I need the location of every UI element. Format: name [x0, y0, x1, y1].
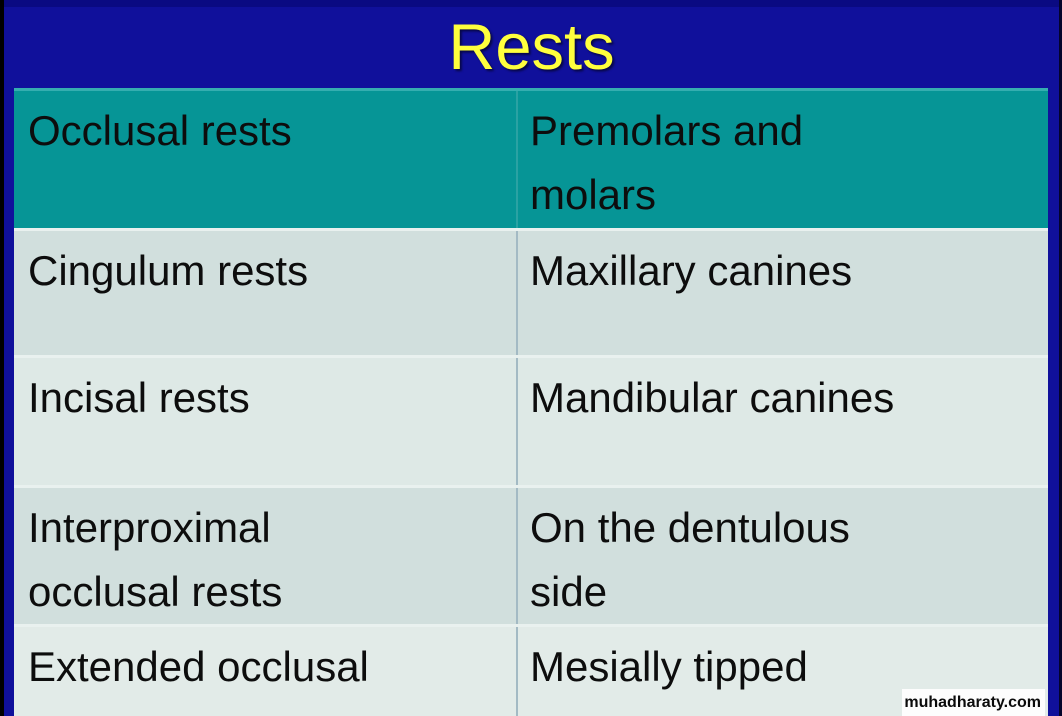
cell-rest-type: Extended occlusal — [28, 643, 369, 690]
watermark: muhadharaty.com — [902, 689, 1045, 716]
slide-top-band — [4, 0, 1059, 7]
table-row: Occlusal rests Premolars and molars — [14, 91, 1048, 231]
cell-tooth-location: Mesially tipped — [516, 627, 1048, 716]
table-row: Incisal rests Mandibular canines — [14, 358, 1048, 488]
cell-tooth-location: Mandibular canines — [516, 358, 1048, 485]
table-row: Interproximal occlusal rests On the dent… — [14, 488, 1048, 627]
cell-rest-type: Occlusal rests — [28, 107, 292, 154]
cell-tooth-location: On the dentulous side — [516, 488, 1048, 624]
cell-tooth-location: Maxillary canines — [516, 231, 1048, 355]
rests-table: Occlusal rests Premolars and molars Cing… — [14, 88, 1048, 716]
cell-rest-type: Cingulum rests — [28, 247, 309, 294]
slide-title: Rests — [448, 9, 615, 83]
table-row: Extended occlusal Mesially tipped — [14, 627, 1048, 716]
cell-rest-type: Interproximal occlusal rests — [28, 504, 283, 615]
table-row: Cingulum rests Maxillary canines — [14, 231, 1048, 358]
slide-header: Rests — [4, 0, 1059, 88]
cell-tooth-location: Premolars and molars — [516, 91, 1048, 228]
cell-rest-type: Incisal rests — [28, 374, 250, 421]
